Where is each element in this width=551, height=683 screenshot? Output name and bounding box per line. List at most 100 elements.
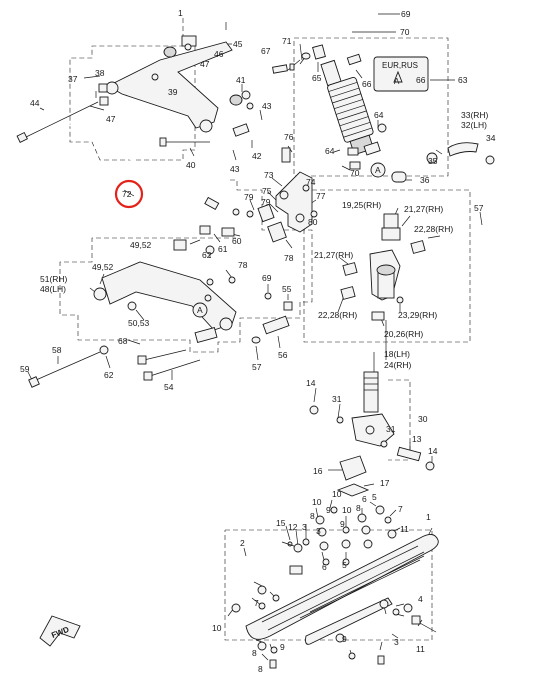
region-label: EUR,RUS (382, 61, 418, 70)
callout-59: 59 (20, 364, 30, 374)
parts (16, 35, 495, 669)
ski-hardware (281, 505, 397, 566)
callout-9: 9 (340, 519, 345, 529)
callout-10: 10 (332, 489, 342, 499)
callout-62: 62 (202, 250, 212, 260)
bolt-44 (16, 101, 99, 143)
callout-21-27-rh: 21,27(RH) (314, 250, 353, 260)
callout-49-52: 49,52 (130, 240, 152, 250)
callout-73: 73 (264, 170, 274, 180)
callout-8: 8 (310, 511, 315, 521)
shock-absorber (272, 44, 387, 170)
callout-12: 12 (288, 522, 298, 532)
callout-80: 80 (308, 217, 318, 227)
callout-30: 30 (418, 414, 428, 424)
tie-rod-72 (63, 121, 220, 211)
callout-24-rh: 24(RH) (384, 360, 412, 370)
callout-11: 11 (416, 644, 425, 654)
callout-5: 5 (342, 560, 347, 570)
callout-16: 16 (313, 466, 323, 476)
bushing-56 (251, 315, 290, 344)
callout-5: 5 (372, 492, 377, 502)
callout-18-lh: 18(LH) (384, 349, 410, 359)
callout-1: 1 (178, 8, 183, 18)
bolt-58 (28, 345, 109, 388)
callout-31: 31 (386, 424, 396, 434)
callout-19-25-rh: 19,25(RH) (342, 200, 381, 210)
callout-17: 17 (380, 478, 390, 488)
callout-56: 56 (278, 350, 288, 360)
bracket-73 (246, 147, 318, 243)
callout-78: 78 (284, 253, 294, 263)
callout-39: 39 (168, 87, 178, 97)
callout-14: 14 (306, 378, 316, 388)
callout-37: 37 (68, 74, 78, 84)
callout-2: 2 (240, 538, 245, 548)
callout-22-28-rh: 22,28(RH) (318, 310, 357, 320)
ref-mark-a: A (197, 305, 203, 315)
callout-71: 71 (282, 36, 292, 46)
callout-43: 43 (230, 164, 240, 174)
callout-77: 77 (316, 191, 326, 201)
callout-70: 70 (350, 168, 360, 178)
part-17 (336, 483, 370, 497)
callout-15: 15 (276, 518, 286, 528)
ref-marks (192, 162, 386, 318)
callout-58: 58 (52, 345, 62, 355)
callout-49-52: 49,52 (92, 262, 114, 272)
callout-57: 57 (252, 362, 262, 372)
callout-6: 6 (322, 562, 327, 572)
callout-35: 35 (428, 156, 438, 166)
callout-54: 54 (164, 382, 174, 392)
callout-21-27-rh: 21,27(RH) (404, 204, 443, 214)
callout-38: 38 (95, 68, 105, 78)
callout-13: 13 (412, 434, 422, 444)
callout-20-26-rh: 20,26(RH) (384, 329, 423, 339)
callout-32-lh: 32(LH) (461, 120, 487, 130)
callout-66: 66 (362, 79, 372, 89)
steering-arm (426, 142, 495, 165)
callout-67: 67 (261, 46, 271, 56)
callout-55: 55 (282, 284, 292, 294)
callout-10: 10 (212, 623, 222, 633)
callout-3: 3 (394, 637, 399, 647)
forward-arrow-icon (39, 615, 81, 647)
callout-43: 43 (262, 101, 272, 111)
callout-10: 10 (312, 497, 322, 507)
callout-57: 57 (474, 203, 484, 213)
ref-mark-a-small: A (394, 77, 400, 86)
callout-6: 6 (362, 494, 367, 504)
callout-69: 69 (401, 9, 411, 19)
bolt-40 (159, 137, 210, 147)
callout-79: 79 (244, 192, 254, 202)
callout-14: 14 (428, 446, 438, 456)
callout-8: 8 (252, 648, 257, 658)
callout-7: 7 (398, 504, 403, 514)
callout-79: 79 (261, 197, 271, 207)
callout-11: 11 (400, 524, 409, 534)
callout-48-lh: 48(LH) (40, 284, 66, 294)
callout-47: 47 (106, 114, 116, 124)
callout-62: 62 (104, 370, 114, 380)
callout-60: 60 (232, 236, 242, 246)
callout-23-29-rh: 23,29(RH) (398, 310, 437, 320)
highlight-72 (114, 179, 144, 209)
callout-64: 64 (374, 110, 384, 120)
callout-47: 47 (200, 59, 210, 69)
bolt-68 (137, 349, 187, 365)
callout-74: 74 (306, 177, 316, 187)
callout-46: 46 (214, 49, 224, 59)
callout-7: 7 (254, 598, 259, 608)
leader-lines (27, 13, 483, 661)
callout-31: 31 (332, 394, 342, 404)
callout-44: 44 (30, 98, 40, 108)
ski (245, 534, 439, 669)
callout-75: 75 (262, 186, 272, 196)
callout-70: 70 (400, 27, 410, 37)
callout-8: 8 (356, 503, 361, 513)
callout-10: 10 (342, 505, 352, 515)
ref-mark-a: A (375, 165, 381, 175)
callout-9: 9 (280, 642, 285, 652)
eur-rus-box (373, 56, 429, 92)
